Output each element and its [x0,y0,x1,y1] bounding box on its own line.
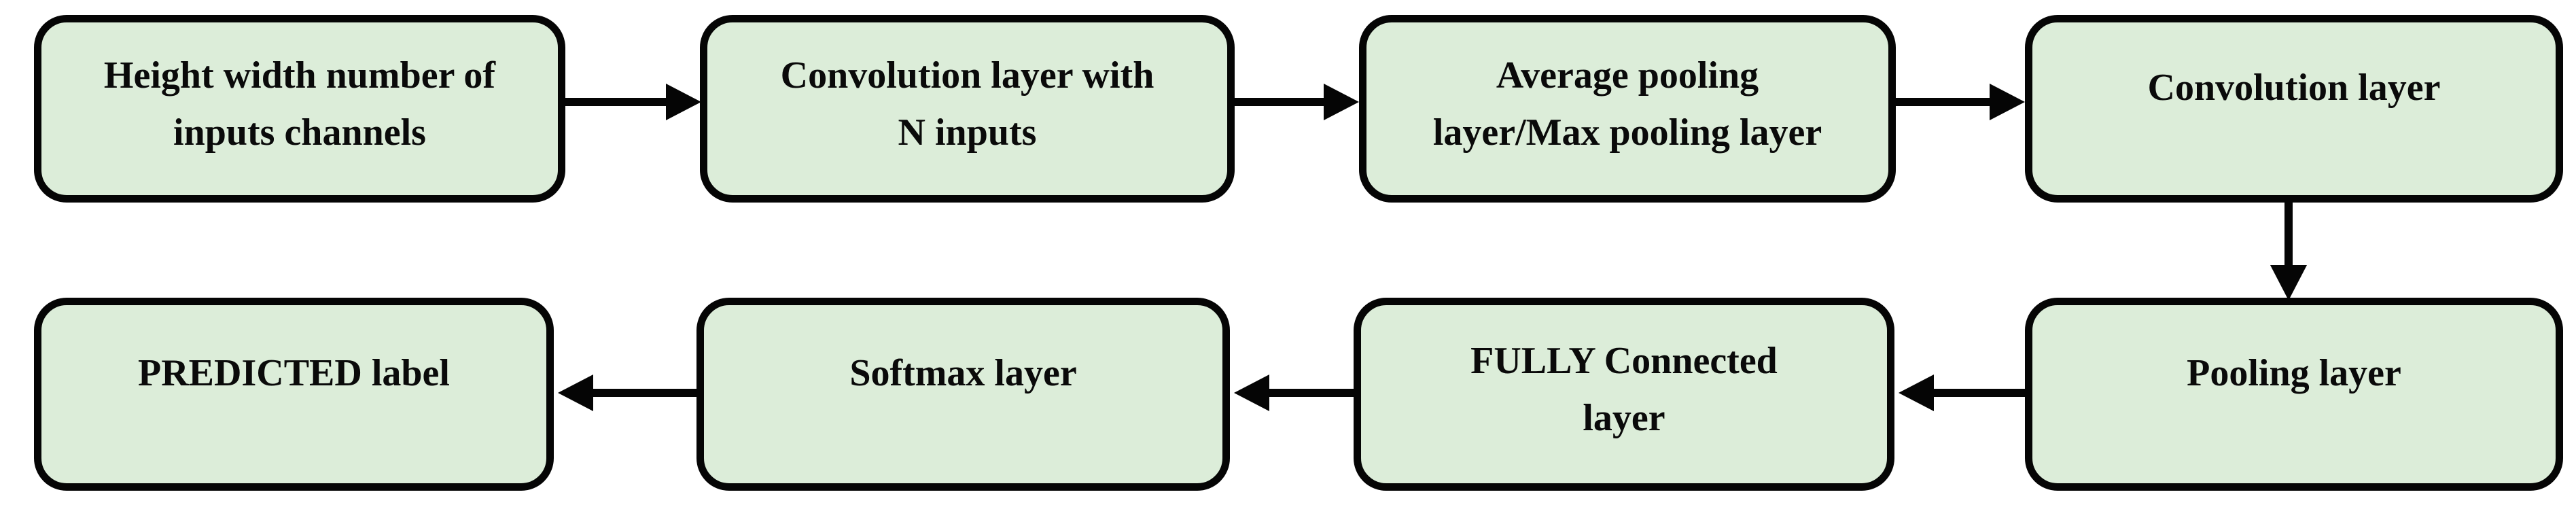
node-pooling-layer: Pooling layer [2025,298,2563,491]
node-predicted-label: PREDICTED label [34,298,554,491]
node-softmax-layer: Softmax layer [696,298,1230,491]
arrow-right-input-to-conv [563,84,701,120]
node-convolution-n-inputs: Convolution layer with N inputs [700,15,1235,203]
node-input-dimensions: Height width number of inputs channels [34,15,565,203]
arrow-left-pooling-to-fc [1899,375,2028,411]
node-average-max-pooling: Average pooling layer/Max pooling layer [1359,15,1896,203]
arrow-left-softmax-to-predicted [558,375,699,411]
arrow-down-conv2-to-pooling [2270,200,2307,300]
arrow-left-fc-to-softmax [1234,375,1356,411]
node-fully-connected-layer: FULLY Connected layer [1354,298,1894,491]
arrow-right-avgmax-to-conv2 [1893,84,2025,120]
node-convolution-layer: Convolution layer [2025,15,2563,203]
arrow-right-conv-to-avgmax [1232,84,1359,120]
